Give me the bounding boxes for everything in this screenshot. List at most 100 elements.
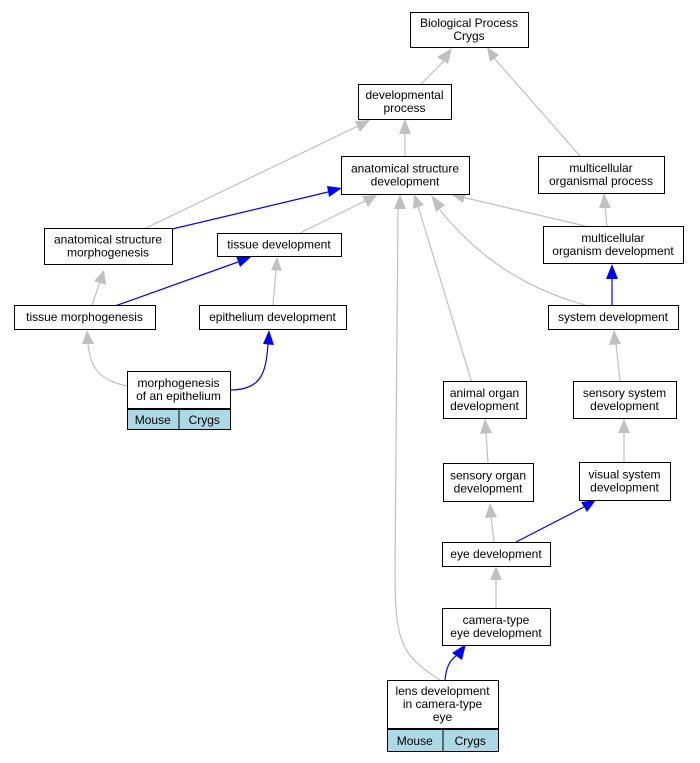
node-td[interactable]: tissue development [217,233,342,257]
annotation-label: Mouse [397,734,433,748]
edge-eye-vsd-blue [515,506,585,543]
edge-moe-tm-arrow [82,330,94,344]
node-label: morphogenesis [137,376,219,390]
edge-mop-bp-arrow [487,47,499,62]
node-eye[interactable]: eye development [442,542,551,567]
node-label: lens development [395,684,490,698]
node-label: animal organ [450,386,519,400]
node-label: multicellular [569,161,632,175]
node-ed[interactable]: epithelium development [199,305,347,330]
node-label: of an epithelium [136,389,221,403]
edge-cte-eye-arrow [490,566,502,580]
edge-lens-cte-blue [444,655,457,681]
node-box [341,156,470,195]
node-label: eye development [450,626,542,640]
annotation-cell-crygs [442,729,499,752]
node-label: developmental [365,88,443,102]
node-sd[interactable]: system development [548,305,679,330]
node-label: organism development [552,244,674,258]
edge-sd-asd [439,209,586,306]
node-label: anatomical structure [351,162,459,176]
node-box [548,305,679,330]
node-box [44,228,173,265]
edge-eye-sod-arrow [485,503,497,518]
node-label: anatomical structure [54,233,162,247]
node-label: visual system [588,468,660,482]
edge-moe-ed-blue-arrow [263,330,274,345]
node-label: in camera-type [403,697,483,711]
edge-sd-mod-blue-arrow [606,264,618,279]
node-tm[interactable]: tissue morphogenesis [14,305,156,330]
node-label: development [450,399,519,413]
node-box [127,371,231,409]
edge-ed-td [272,269,277,306]
edge-td-asd [299,200,366,234]
edge-mod-mop-arrow [599,193,611,208]
edge-asm-dp-arrow [355,120,370,132]
edge-sd-asd-arrow [431,195,445,212]
node-box [443,463,534,502]
node-box [579,462,671,501]
edge-ssd-sd [615,343,621,382]
annotation-label: Crygs [189,413,220,427]
edge-dp-bp [420,59,446,85]
edge-aod-asd [417,205,473,384]
node-label: epithelium development [209,310,336,324]
annotation-label: Crygs [455,734,486,748]
node-label: eye [433,710,453,724]
node-box [573,381,677,419]
node-box [217,233,342,257]
edge-td-asd-arrow [362,195,377,207]
node-box [442,608,551,646]
node-label: sensory system [583,386,666,400]
node-box [387,680,499,729]
edge-tm-td-blue-arrow [236,256,251,267]
nodes: Biological ProcessCrygsdevelopmentalproc… [14,12,684,752]
edges [82,47,630,681]
edge-eye-sod [490,516,495,543]
edge-eye-vsd-blue-arrow [581,500,596,512]
edge-mod-mop [604,205,608,227]
node-label: tissue morphogenesis [26,310,143,324]
node-box [543,226,684,264]
node-label: Crygs [453,29,484,43]
node-label: system development [558,310,669,324]
edge-moe-tm [87,343,128,387]
node-label: eye development [450,547,542,561]
edge-ssd-sd-arrow [609,330,621,345]
node-box [199,305,347,330]
edge-asd-dp-arrow [399,119,411,134]
node-box [358,84,452,120]
edge-asm-asd-blue-arrow [327,186,342,197]
edge-asm-dp [145,125,359,229]
node-label: Biological Process [420,16,518,30]
node-label: development [590,399,659,413]
edge-moe-ed-blue [229,343,269,391]
edge-aod-asd-arrow [413,194,424,209]
edge-lens-asd [394,207,441,681]
node-label: organismal process [549,174,653,188]
edge-tm-asm-arrow [94,270,106,285]
node-box [410,12,529,48]
node-label: multicellular [581,231,644,245]
edge-vsd-ssd-arrow [618,419,630,433]
edge-asm-asd-blue [167,191,329,231]
edge-dp-bp-arrow [437,48,452,64]
edge-sod-aod-arrow [480,419,492,434]
node-label: morphogenesis [67,246,149,260]
annotation-cell-crygs [178,409,231,430]
